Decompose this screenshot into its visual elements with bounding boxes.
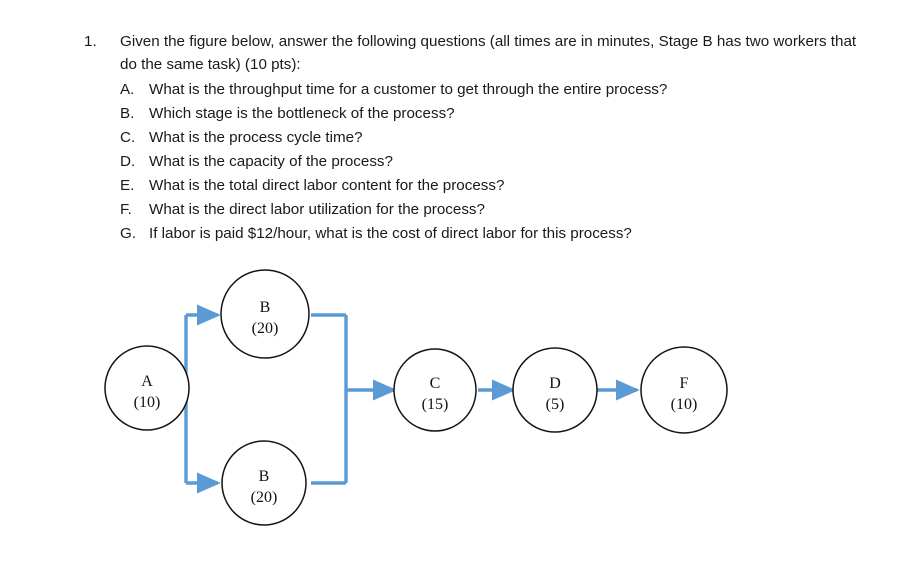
node-b-top-letter: B (260, 299, 271, 316)
question-number: 1. (84, 33, 97, 50)
sub-question-d: D. What is the capacity of the process? (120, 150, 874, 174)
node-f-letter: F (680, 375, 689, 392)
sub-question-a-text: What is the throughput time for a custom… (149, 81, 668, 99)
sub-question-c-text: What is the process cycle time? (149, 129, 363, 147)
sub-question-g: G. If labor is paid $12/hour, what is th… (120, 222, 874, 246)
process-flow-diagram: A (10) B (20) B (20) C (15) D (5) (0, 255, 923, 555)
sub-question-d-label: D. (120, 153, 136, 171)
sub-question-b-label: B. (120, 105, 135, 123)
node-c: C (15) (393, 348, 477, 432)
sub-question-e: E. What is the total direct labor conten… (120, 174, 874, 198)
node-b-bottom: B (20) (221, 440, 307, 526)
sub-question-f-text: What is the direct labor utilization for… (149, 201, 485, 219)
question-main: 1. Given the figure below, answer the fo… (84, 30, 874, 76)
node-b-bottom-value: (20) (251, 489, 278, 506)
node-f: F (10) (640, 346, 728, 434)
sub-question-g-text: If labor is paid $12/hour, what is the c… (149, 225, 632, 243)
node-b-top: B (20) (220, 269, 310, 359)
sub-question-g-label: G. (120, 225, 137, 243)
sub-question-d-text: What is the capacity of the process? (149, 153, 393, 171)
sub-question-list: A. What is the throughput time for a cus… (84, 78, 874, 246)
sub-question-b: B. Which stage is the bottleneck of the … (120, 102, 874, 126)
node-a-letter: A (141, 373, 153, 390)
sub-question-c: C. What is the process cycle time? (120, 126, 874, 150)
sub-question-f-label: F. (120, 201, 132, 219)
node-d-value: (5) (546, 396, 565, 413)
node-d: D (5) (512, 347, 598, 433)
sub-question-e-text: What is the total direct labor content f… (149, 177, 505, 195)
sub-question-c-label: C. (120, 129, 136, 147)
node-d-letter: D (549, 375, 561, 392)
sub-question-a-label: A. (120, 81, 135, 99)
node-f-value: (10) (671, 396, 698, 413)
node-c-value: (15) (422, 396, 449, 413)
node-c-letter: C (430, 375, 441, 392)
question-block: 1. Given the figure below, answer the fo… (84, 30, 874, 246)
sub-question-e-label: E. (120, 177, 135, 195)
node-a: A (10) (104, 345, 190, 431)
node-b-bottom-letter: B (259, 468, 270, 485)
sub-question-f: F. What is the direct labor utilization … (120, 198, 874, 222)
sub-question-a: A. What is the throughput time for a cus… (120, 78, 874, 102)
node-b-top-value: (20) (252, 320, 279, 337)
sub-question-b-text: Which stage is the bottleneck of the pro… (149, 105, 455, 123)
node-a-value: (10) (134, 394, 161, 411)
question-prompt: Given the figure below, answer the follo… (120, 33, 857, 74)
